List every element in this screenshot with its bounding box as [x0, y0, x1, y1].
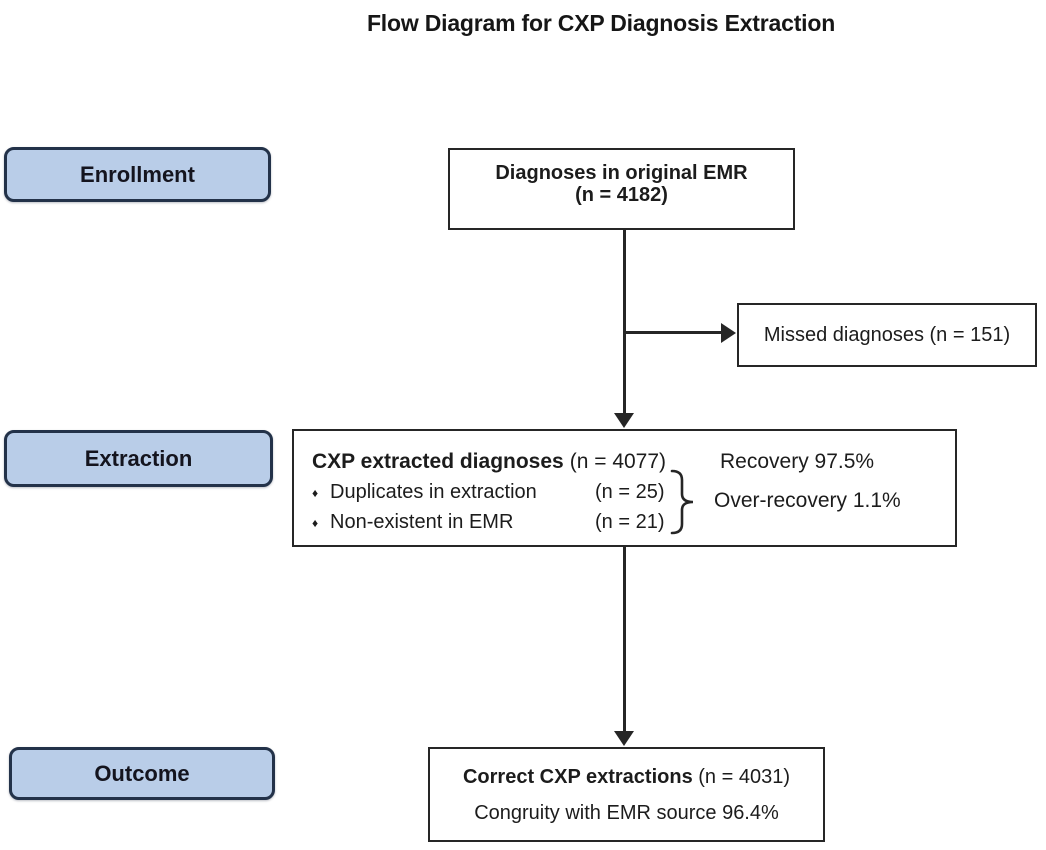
bullet-duplicates: ♦ Duplicates in extraction (n = 25)	[312, 480, 664, 505]
stage-extraction-text: Extraction	[84, 445, 193, 471]
missed-diagnoses-text: Missed diagnoses (n = 151)	[763, 323, 1011, 346]
recovery-rate-text: Recovery 97.5%	[720, 450, 875, 473]
bullet-nonexistent: ♦ Non-existent in EMR (n = 21)	[312, 510, 664, 535]
bullet-duplicates-count: (n = 25)	[595, 481, 665, 503]
bullet-nonexistent-label: Non-existent in EMR	[330, 511, 514, 533]
extraction-box-count: (n = 4077)	[569, 450, 667, 473]
diamond-bullet-icon: ♦	[312, 486, 319, 500]
outcome-box-title: Correct CXP extractions	[462, 766, 693, 788]
arrowhead-down-icon	[614, 413, 634, 428]
arrow-branch-to-missed	[623, 331, 723, 334]
arrowhead-right-icon	[721, 323, 736, 343]
bullet-duplicates-label: Duplicates in extraction	[330, 481, 537, 503]
outcome-box-title-line: Correct CXP extractions (n = 4031)	[430, 765, 823, 789]
outcome-box-count: (n = 4031)	[698, 766, 790, 788]
box-correct-extractions: Correct CXP extractions (n = 4031) Congr…	[428, 747, 825, 842]
diamond-bullet-icon: ♦	[312, 516, 319, 530]
box-missed-diagnoses: Missed diagnoses (n = 151)	[737, 303, 1037, 367]
emr-box-title: Diagnoses in original EMR	[495, 162, 748, 184]
stage-label-enrollment: Enrollment	[4, 147, 271, 202]
congruity-text: Congruity with EMR source 96.4%	[474, 802, 779, 824]
arrow-extraction-to-outcome	[623, 547, 626, 731]
arrowhead-down-icon	[614, 731, 634, 746]
extraction-box-title-line: CXP extracted diagnoses(n = 4077)	[312, 450, 666, 474]
box-diagnoses-in-emr: Diagnoses in original EMR (n = 4182)	[448, 148, 795, 230]
stage-outcome-text: Outcome	[94, 760, 190, 786]
grouping-brace-icon	[670, 469, 694, 535]
stage-label-outcome: Outcome	[9, 747, 275, 800]
emr-box-count: (n = 4182)	[575, 184, 668, 206]
bullet-nonexistent-count: (n = 21)	[595, 511, 665, 533]
box-cxp-extracted: CXP extracted diagnoses(n = 4077) Recove…	[292, 429, 957, 547]
diagram-title: Flow Diagram for CXP Diagnosis Extractio…	[366, 10, 836, 36]
arrow-emr-to-extraction	[623, 230, 626, 414]
extraction-box-title: CXP extracted diagnoses	[312, 450, 564, 473]
stage-enrollment-text: Enrollment	[80, 161, 195, 187]
stage-label-extraction: Extraction	[4, 430, 273, 487]
over-recovery-text: Over-recovery 1.1%	[714, 489, 901, 512]
